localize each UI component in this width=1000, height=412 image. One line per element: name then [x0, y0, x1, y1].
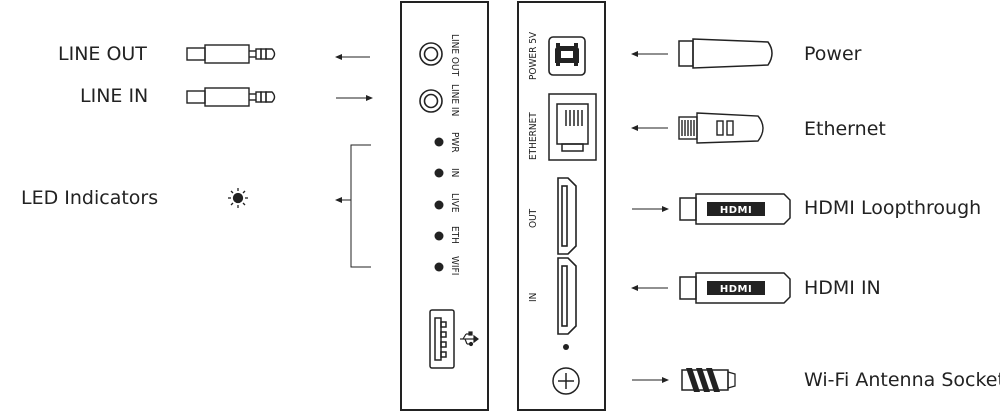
led-live-label: LIVE — [449, 193, 460, 213]
led-bracket — [350, 144, 371, 268]
line-out-label: LINE OUT — [58, 43, 147, 65]
led-light-icon — [228, 188, 248, 208]
hdmi-in-port — [557, 257, 577, 335]
left-panel — [400, 1, 489, 411]
led-eth — [434, 231, 444, 241]
led-live — [434, 200, 444, 210]
panel-line-out-label: LINE OUT — [449, 34, 460, 77]
hdmi-out-port — [557, 177, 577, 255]
ethernet-plug-icon — [678, 112, 764, 144]
hdmi-in-label: HDMI IN — [804, 277, 881, 299]
hdmi-loopthrough-label: HDMI Loopthrough — [804, 197, 981, 219]
right-panel — [517, 1, 606, 411]
line-out-jack — [419, 42, 443, 66]
power-port — [548, 36, 586, 76]
ethernet-port — [548, 93, 597, 161]
hdmi-loopthrough-plug-icon: HDMI — [679, 193, 791, 225]
hdmi-plug-text: HDMI — [720, 284, 752, 295]
usb-icon — [460, 331, 479, 347]
power-plug-icon — [678, 38, 773, 69]
led-wifi — [434, 262, 444, 272]
panel-out-label: OUT — [528, 208, 539, 228]
panel-ethernet-label: ETHERNET — [528, 112, 539, 160]
led-pwr — [434, 137, 444, 147]
hdmi-in-plug-icon: HDMI — [679, 272, 791, 304]
line-in-plug-icon — [186, 87, 276, 107]
hdmi-plug-text: HDMI — [720, 205, 752, 216]
led-wifi-label: WIFI — [449, 256, 460, 275]
led-eth-label: ETH — [449, 226, 460, 244]
antenna-socket-icon — [552, 367, 580, 395]
led-pwr-label: PWR — [449, 132, 460, 153]
wifi-antenna-plug-icon — [681, 368, 736, 392]
line-out-plug-icon — [186, 44, 276, 64]
wifi-antenna-label: Wi-Fi Antenna Socket — [804, 369, 1000, 391]
usb-port — [429, 309, 455, 369]
indicator-dot — [563, 344, 569, 350]
led-in — [434, 168, 444, 178]
power-label: Power — [804, 43, 862, 65]
led-list: PWR IN LIVE ETH WIFI — [434, 132, 460, 275]
panel-in-label: IN — [528, 293, 539, 302]
line-in-jack — [419, 89, 443, 113]
ethernet-label: Ethernet — [804, 118, 886, 140]
led-in-label: IN — [449, 168, 460, 177]
panel-line-in-label: LINE IN — [449, 84, 460, 116]
panel-power-label: POWER 5V — [528, 31, 539, 80]
line-in-label: LINE IN — [80, 85, 148, 107]
led-indicators-label: LED Indicators — [21, 187, 158, 209]
